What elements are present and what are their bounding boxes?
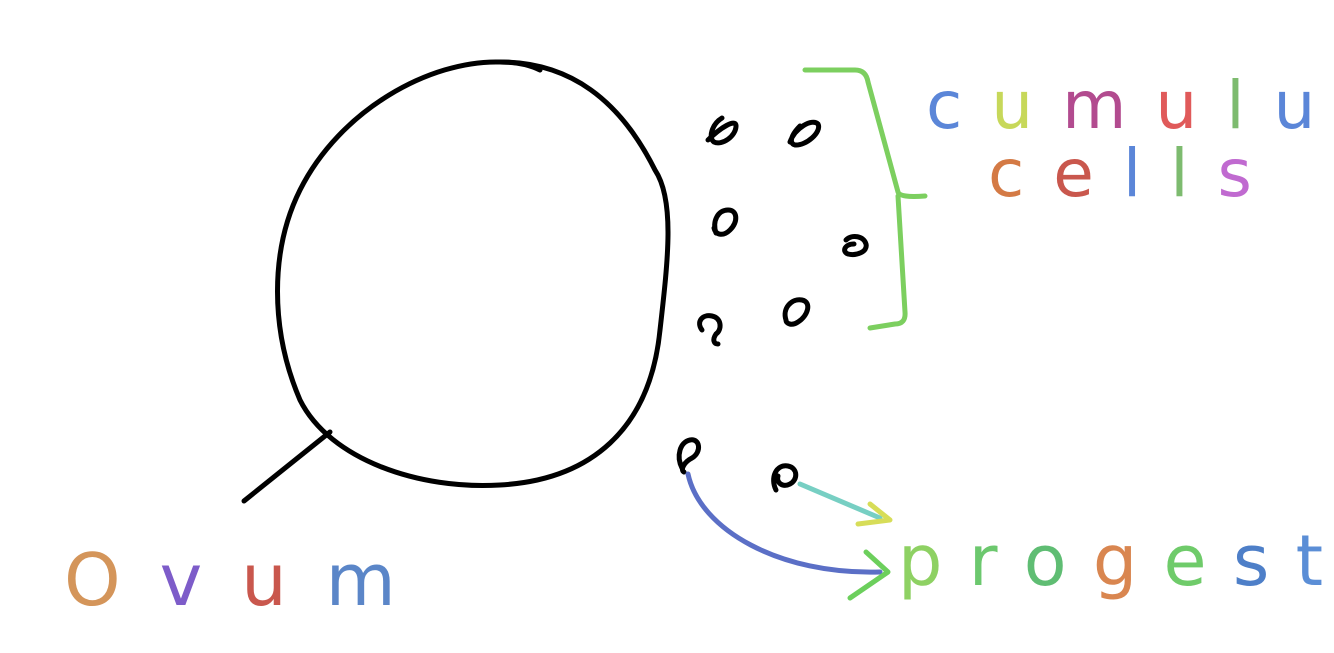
cumulus-cell bbox=[676, 437, 701, 475]
cells-label: c e l l s bbox=[988, 135, 1256, 212]
progesterone-letter: t bbox=[1296, 520, 1325, 602]
cumulus-cell bbox=[697, 313, 723, 347]
cumulus-bracket bbox=[802, 67, 928, 331]
cumulus-cell bbox=[705, 115, 739, 146]
progesterone-letter: g bbox=[1093, 520, 1139, 602]
ovum-letter: u bbox=[241, 538, 295, 622]
cumulus-cell bbox=[842, 234, 869, 257]
progesterone-label: p r o g e s t e r o n e bbox=[898, 520, 1334, 602]
progesterone-letter: o bbox=[1024, 520, 1069, 602]
ovum-letter: m bbox=[326, 538, 404, 622]
ovum-letter: v bbox=[160, 538, 211, 622]
cumulus-letter: u bbox=[1274, 67, 1320, 144]
cells-letter: l bbox=[1123, 135, 1145, 212]
cumulus-label: c u m u l u s bbox=[926, 67, 1334, 144]
progesterone-letter: s bbox=[1233, 520, 1271, 602]
cells-letter: e bbox=[1053, 135, 1098, 212]
cumulus-letter: u bbox=[991, 67, 1037, 144]
cumulus-cell bbox=[711, 207, 739, 237]
cumulus-cell bbox=[787, 119, 822, 148]
cells-letter: c bbox=[988, 135, 1028, 212]
cumulus-letter: l bbox=[1226, 67, 1248, 144]
cumulus-cell bbox=[771, 463, 799, 493]
cells-letter: s bbox=[1218, 135, 1256, 212]
cumulus-cell-group bbox=[676, 115, 869, 493]
cumulus-letter: c bbox=[926, 67, 966, 144]
progesterone-letter: r bbox=[969, 520, 1000, 602]
progesterone-letter: e bbox=[1164, 520, 1209, 602]
progesterone-letter: p bbox=[898, 520, 944, 602]
cumulus-cell bbox=[782, 297, 811, 327]
ovum-letter: O bbox=[64, 538, 129, 622]
teal-arrow-head bbox=[855, 501, 893, 527]
ovum-circle bbox=[275, 59, 671, 489]
cells-letter: l bbox=[1170, 135, 1192, 212]
blue-arrow-head bbox=[847, 549, 891, 601]
ovum-pointer-line bbox=[241, 429, 333, 504]
ovum-label: O v u m bbox=[64, 538, 404, 622]
teal-arrow-shaft bbox=[797, 481, 883, 521]
cumulus-letter: u bbox=[1155, 67, 1201, 144]
blue-arrow bbox=[685, 471, 891, 601]
ovum-circle-overlap bbox=[497, 59, 543, 73]
blue-arrow-shaft bbox=[685, 471, 883, 575]
teal-arrow bbox=[797, 481, 893, 527]
cumulus-letter: m bbox=[1062, 67, 1130, 144]
